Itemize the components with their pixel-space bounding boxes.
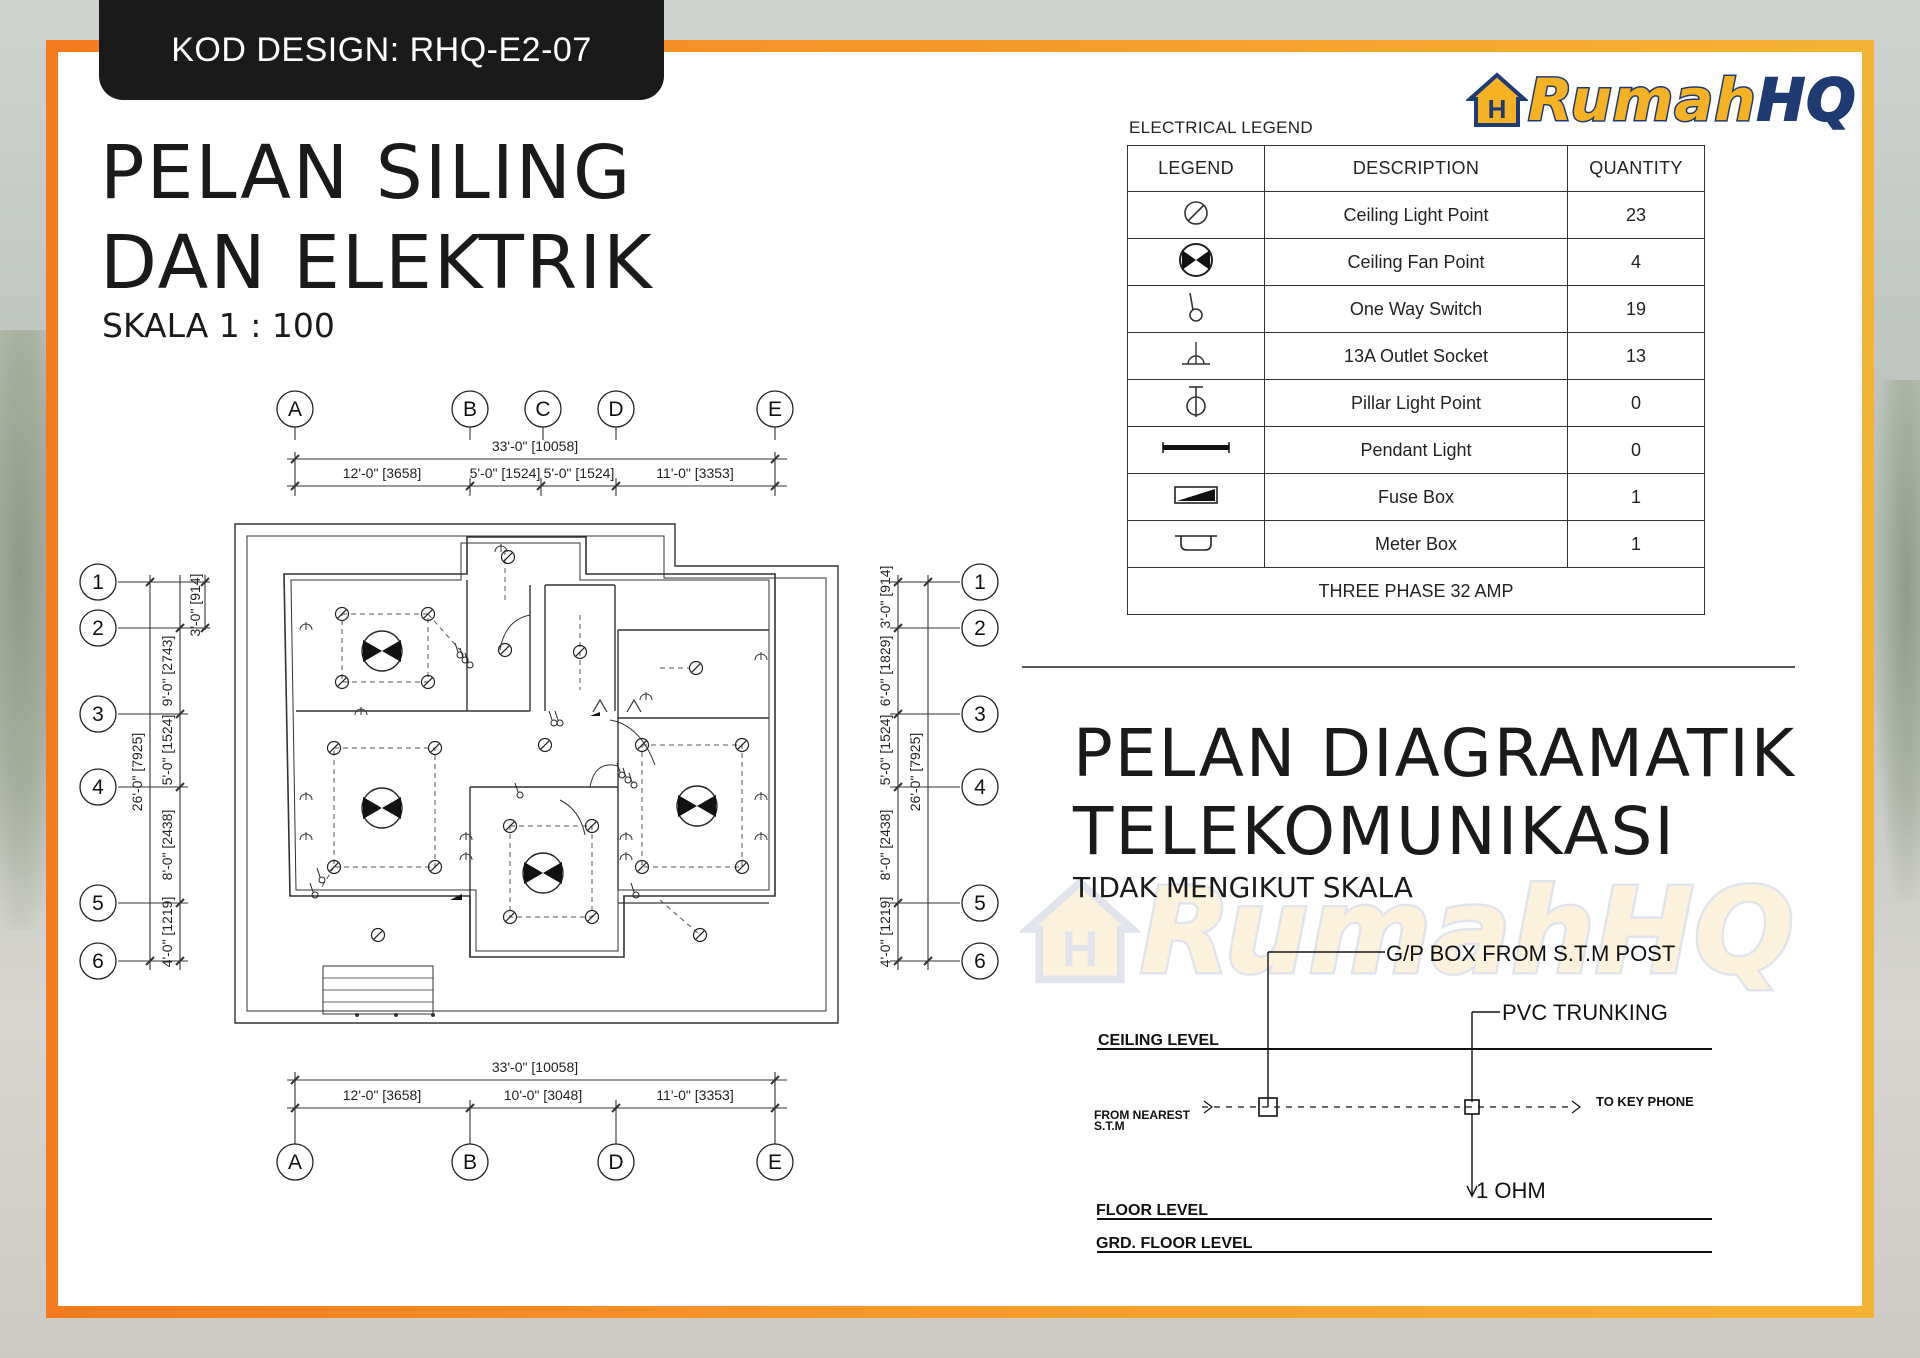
legend-symbol-cell: [1127, 473, 1265, 521]
legend-symbol-cell: [1127, 332, 1265, 380]
legend-row: Ceiling Fan Point 4: [1127, 238, 1705, 286]
brand-name: Rumah: [1527, 65, 1758, 136]
telecom-title-line1: PELAN DIAGRAMATIK: [1073, 715, 1797, 792]
legend-header-row: LEGEND DESCRIPTION QUANTITY: [1127, 145, 1705, 192]
legend-header-legend: LEGEND: [1127, 145, 1265, 192]
legend-symbol-cell: [1127, 379, 1265, 427]
legend-quantity: 19: [1567, 285, 1705, 333]
legend-description: Ceiling Light Point: [1264, 191, 1568, 239]
ceiling-light-icon: [1184, 200, 1208, 225]
outlet-socket-icon: [1182, 341, 1210, 365]
legend-description: One Way Switch: [1264, 285, 1568, 333]
legend-description: Pillar Light Point: [1264, 379, 1568, 427]
legend-quantity: 1: [1567, 520, 1705, 568]
legend-row: One Way Switch 19: [1127, 285, 1705, 333]
background-foliage-right: [1874, 380, 1920, 900]
legend-header-quantity: QUANTITY: [1567, 145, 1705, 192]
meter-box-icon: [1175, 534, 1217, 551]
legend-description: Fuse Box: [1264, 473, 1568, 521]
brand-suffix: HQ: [1756, 65, 1857, 135]
legend-row: Meter Box 1: [1127, 520, 1705, 568]
legend-header-description: DESCRIPTION: [1264, 145, 1568, 192]
legend-row: Pillar Light Point 0: [1127, 379, 1705, 427]
legend-row: 13A Outlet Socket 13: [1127, 332, 1705, 380]
legend-symbol-cell: [1127, 426, 1265, 474]
section-divider: [1022, 666, 1795, 668]
brand-wordmark: RumahHQ: [1527, 65, 1857, 136]
legend-description: Pendant Light: [1264, 426, 1568, 474]
brand-logo: H RumahHQ: [1466, 65, 1857, 136]
legend-quantity: 0: [1567, 426, 1705, 474]
telecom-title-line2: TELEKOMUNIKASI: [1073, 793, 1676, 870]
legend-quantity: 0: [1567, 379, 1705, 427]
plan-title-line1: PELAN SILING: [100, 130, 633, 216]
legend-caption: ELECTRICAL LEGEND: [1129, 118, 1313, 137]
pendant-light-icon: [1162, 441, 1230, 453]
logo-badge-letter: H: [1488, 94, 1507, 124]
fuse-box-icon: [1174, 485, 1218, 504]
telecom-scale-note: TIDAK MENGIKUT SKALA: [1073, 871, 1413, 904]
legend-description: Ceiling Fan Point: [1264, 238, 1568, 286]
legend-symbol-cell: [1127, 285, 1265, 333]
electrical-legend-table: LEGEND DESCRIPTION QUANTITY Ceiling Ligh…: [1127, 145, 1705, 615]
legend-row: Ceiling Light Point 23: [1127, 191, 1705, 239]
legend-symbol-cell: [1127, 238, 1265, 286]
legend-quantity: 1: [1567, 473, 1705, 521]
plan-scale: SKALA 1 : 100: [102, 306, 335, 345]
legend-footer-row: THREE PHASE 32 AMP: [1127, 567, 1705, 615]
one-way-switch-icon: [1189, 292, 1203, 322]
legend-footer: THREE PHASE 32 AMP: [1127, 567, 1705, 615]
legend-quantity: 4: [1567, 238, 1705, 286]
legend-row: Fuse Box 1: [1127, 473, 1705, 521]
legend-quantity: 13: [1567, 332, 1705, 380]
house-logo-icon: H: [1466, 72, 1528, 127]
legend-symbol-cell: [1127, 520, 1265, 568]
legend-description: Meter Box: [1264, 520, 1568, 568]
pillar-light-icon: [1186, 385, 1206, 417]
plan-title: PELAN SILING DAN ELEKTRIK: [100, 128, 654, 308]
plan-title-line2: DAN ELEKTRIK: [100, 220, 654, 306]
legend-row: Pendant Light 0: [1127, 426, 1705, 474]
legend-description: 13A Outlet Socket: [1264, 332, 1568, 380]
telecom-title: PELAN DIAGRAMATIK TELEKOMUNIKASI: [1073, 715, 1796, 871]
design-code-tab: KOD DESIGN: RHQ-E2-07: [99, 0, 664, 100]
legend-quantity: 23: [1567, 191, 1705, 239]
ceiling-fan-icon: [1179, 242, 1213, 277]
legend-symbol-cell: [1127, 191, 1265, 239]
